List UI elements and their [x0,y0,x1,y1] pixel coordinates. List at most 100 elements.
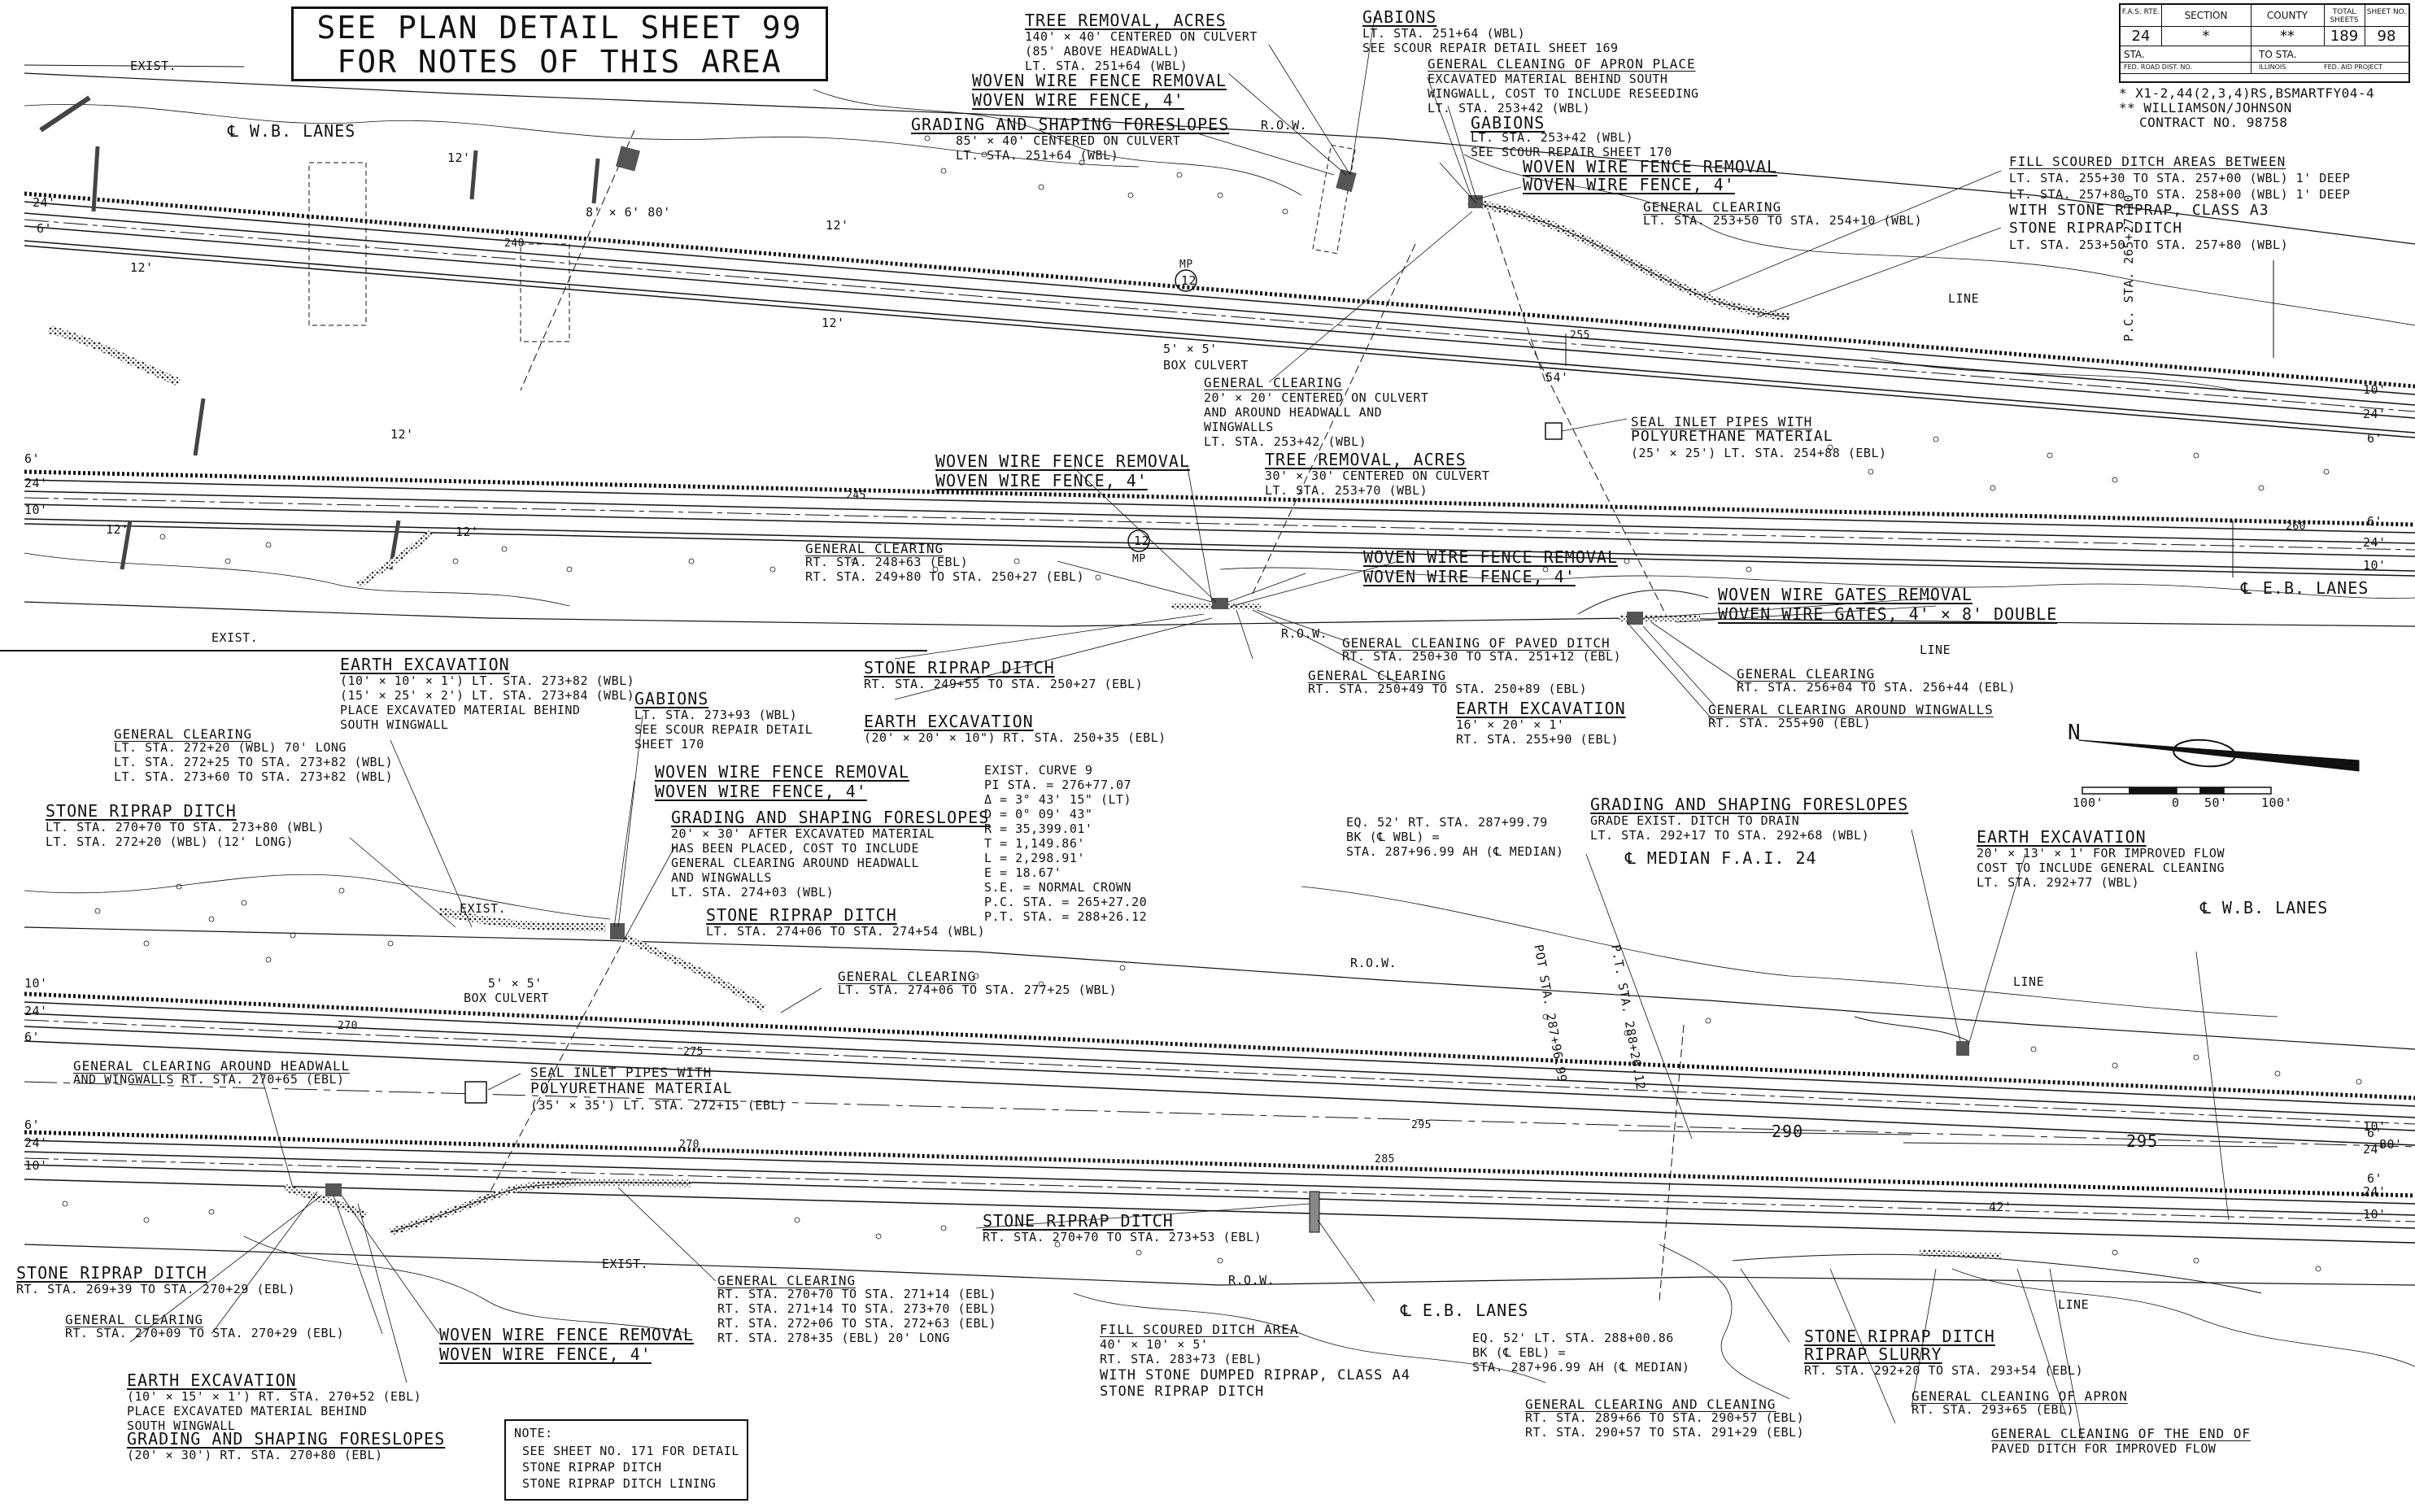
note-end-cleaning-heading: GENERAL CLEANING OF THE END OF [1991,1426,2251,1441]
eb2-fence [24,1130,2415,1198]
wb2-edge-2 [24,1013,2415,1118]
note-grading-4-heading: GRADING AND SHAPING FORESLOPES [127,1429,446,1449]
note-fill-line: LT. STA. 257+80 TO STA. 258+00 (WBL) 1' … [2009,187,2351,202]
note-general-clearing-9-heading: GENERAL CLEARING [717,1273,857,1288]
box-culvert-label-2: BOX CULVERT [464,991,549,1005]
note-fence-removal-4-heading: WOVEN WIRE FENCE REMOVAL [1363,547,1618,567]
note-earth-excavation-2-line: 16' × 20' × 1' [1456,717,1565,732]
station-275-wb: 275 [683,1046,704,1058]
note-wingwalls-line: RT. STA. 255+90 (EBL) [1708,716,1872,730]
graphic-scale [2082,787,2272,795]
dim-right-10-c: 10' [2363,1119,2387,1134]
wb2-centerline [24,1019,2415,1125]
eb-lanes-label-2: ℄ E.B. LANES [1401,1301,1529,1320]
note-box: NOTE: SEE SHEET NO. 171 FOR DETAIL STONE… [504,1419,748,1501]
curve-data: E = 18.67' [984,865,1062,880]
note-riprap-5-line: RT. STA. 270+70 TO STA. 273+53 (EBL) [983,1230,1262,1244]
sheet-no: 98 [2377,28,2396,45]
note-apron-line: LT. STA. 253+42 (WBL) [1428,101,1591,115]
note-tree-removal-1-line: 140' × 40' CENTERED ON CULVERT [1025,29,1258,44]
note-tree-removal-1-line: (85' ABOVE HEADWALL) [1025,44,1180,59]
note-earth-excavation-2-heading: EARTH EXCAVATION [1456,699,1626,718]
dim-54: 54' [1545,370,1569,385]
row-label-top: R.O.W. [1261,118,1308,133]
mp-number-1: 12 [1181,273,1197,288]
station-285: 285 [1375,1153,1395,1166]
scale-label-50: 50' [2204,795,2228,810]
note-seal-2-line: (35' × 35') LT. STA. 272+15 (EBL) [530,1098,787,1113]
dim-left-24-a: 24' [24,1004,48,1018]
note-gates: WOVEN WIRE GATES, 4' × 8' DOUBLE [1718,604,2058,624]
dim-right-24-a: 24' [2363,407,2387,421]
note-general-clearing-9-line: RT. STA. 278+35 (EBL) 20' LONG [717,1331,950,1345]
note-headwall-clearing-line: AND WINGWALLS RT. STA. 270+65 (EBL) [73,1072,345,1087]
riprap-ditch-bottom-3 [283,1183,368,1220]
eb-centerline [24,497,2415,551]
note-earth-excavation-4-line: 20' × 13' × 1' FOR IMPROVED FLOW [1977,846,2225,861]
dim-left-24-b: 24' [24,1135,48,1150]
note-grading-2-line: LT. STA. 274+03 (WBL) [671,885,835,900]
wb-edge-4 [24,240,2415,434]
station-270-eb: 270 [679,1139,700,1151]
note-grading-2-line: HAS BEEN PLACED, COST TO INCLUDE [671,841,919,856]
wb-lanes-label: ℄ W.B. LANES [228,121,356,141]
note-tree-removal-2-line: 30' × 30' CENTERED ON CULVERT [1265,468,1490,483]
station-295-wb: 295 [1411,1119,1432,1131]
dim-right-10-b: 10' [2363,558,2387,573]
mp-label-1: MP [1179,259,1193,271]
note-riprap-6-heading: STONE RIPRAP DITCH [16,1263,207,1283]
note-fence-6: WOVEN WIRE FENCE, 4' [439,1344,652,1364]
note-fence-removal-1-heading: WOVEN WIRE FENCE REMOVAL [972,71,1227,90]
note-riprap-3-heading: STONE RIPRAP DITCH [46,801,237,821]
note-earth-excavation-2-line: RT. STA. 255+90 (EBL) [1456,732,1619,747]
note-fence-removal-5-heading: WOVEN WIRE FENCE REMOVAL [655,762,909,782]
note-grading-1-line: 85' × 40' CENTERED ON CULVERT [956,133,1181,148]
note-grading-3-line: LT. STA. 292+17 TO STA. 292+68 (WBL) [1590,828,1870,843]
dim-right-24-b: 24' [2363,535,2387,550]
note-general-clearing-9-line: RT. STA. 271+14 TO STA. 273+70 (EBL) [717,1301,997,1316]
legend-note-2: ** WILLIAMSON/JOHNSON [2119,100,2292,115]
note-general-clearing-5-line: RT. STA. 256+04 TO STA. 256+44 (EBL) [1737,680,2016,695]
note-general-clearing-8-line: RT. STA. 270+09 TO STA. 270+29 (EBL) [65,1326,345,1340]
note-riprap-5-heading: STONE RIPRAP DITCH [983,1211,1174,1231]
dim-right-6-b: 6' [2367,514,2383,529]
dim-12-g: 12' [456,525,479,539]
dim-left-6-b: 6' [24,1118,41,1132]
note-box-line: STONE RIPRAP DITCH LINING [522,1476,717,1491]
bottom-row-line-top [24,601,2415,627]
note-fence-removal-2-heading: WOVEN WIRE FENCE REMOVAL [1523,157,1777,176]
dim-12-f: 12' [106,522,129,537]
wb-lanes-label-2: ℄ W.B. LANES [2200,898,2329,917]
dim-left-6-a: 6' [24,1030,41,1044]
legend-note-3: CONTRACT NO. 98758 [2139,115,2288,130]
line-label-eb: LINE [1920,643,1951,657]
total-sheets: 189 [2330,28,2359,45]
note-fill-2-line: RT. STA. 283+73 (EBL) [1100,1352,1263,1366]
wb-edge-1 [24,201,2415,395]
wb2-edge-1 [24,1001,2415,1107]
route-no: 24 [2131,28,2151,45]
state-name: ILLINOIS [2259,63,2286,71]
wb2-edge-3 [24,1026,2415,1131]
note-general-clearing-9-line: RT. STA. 272+06 TO STA. 272+63 (EBL) [717,1316,997,1331]
note-gabions-2-line: LT. STA. 253+42 (WBL) [1471,130,1634,145]
note-earth-excavation-5-heading: EARTH EXCAVATION [127,1370,297,1390]
note-general-clearing-2-line: LT. STA. 253+42 (WBL) [1204,434,1367,449]
note-gates-removal-heading: WOVEN WIRE GATES REMOVAL [1718,585,1973,604]
note-earth-excavation-3-line: (15' × 25' × 2') LT. STA. 273+84 (WBL) [340,688,635,703]
north-label: N [2068,721,2082,745]
note-gabions-3-line: LT. STA. 273+93 (WBL) [634,708,798,722]
note-paved-ditch-heading: GENERAL CLEANING OF PAVED DITCH [1342,635,1611,651]
note-general-clearing-9-line: RT. STA. 270+70 TO STA. 271+14 (EBL) [717,1287,997,1301]
eb-edge-4 [24,518,2415,572]
eb-lanes-label: ℄ E.B. LANES [2241,578,2369,598]
dim-right-24-c: 24' [2363,1142,2387,1157]
note-apron-line: EXCAVATED MATERIAL BEHIND SOUTH [1428,72,1668,86]
note-earth-excavation-4-line: COST TO INCLUDE GENERAL CLEANING [1977,861,2225,875]
top-roadway [24,15,2415,725]
curve-data: Δ = 3° 43' 15" (LT) [984,792,1132,807]
note-earth-excavation-1-line: (20' × 20' × 10") RT. STA. 250+35 (EBL) [864,730,1166,745]
note-grading-2-heading: GRADING AND SHAPING FORESLOPES [671,808,990,827]
note-seal-2-heading: SEAL INLET PIPES WITH [530,1065,713,1080]
box-culvert-size-1: 5' × 5' [1163,342,1218,356]
